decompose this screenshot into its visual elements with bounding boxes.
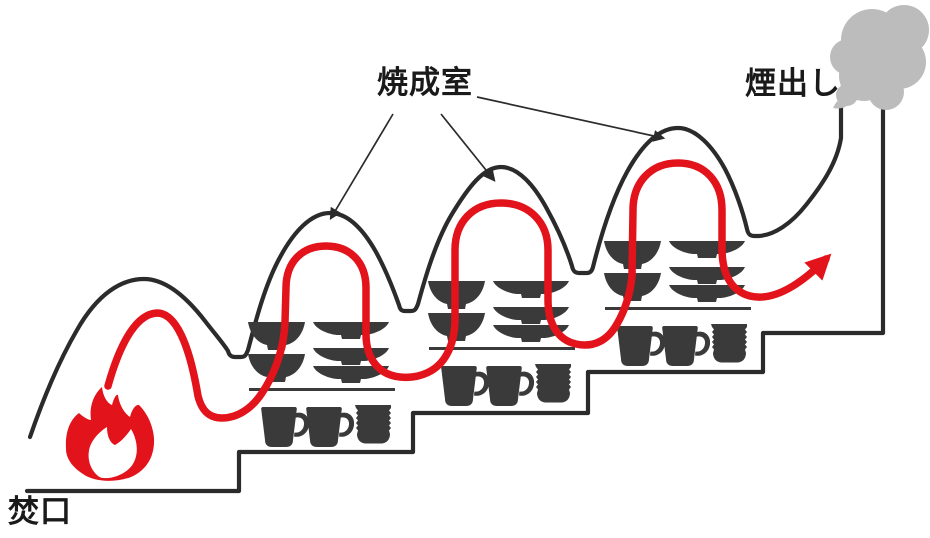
flame-icon bbox=[65, 387, 155, 481]
kiln-outline bbox=[24, 100, 886, 494]
label-arrow-chamber-1 bbox=[329, 113, 394, 221]
kiln-base-steps bbox=[24, 100, 886, 494]
label-pointer-arrows bbox=[329, 96, 666, 221]
kiln-upper-wall bbox=[27, 101, 844, 440]
smoke-cloud-icon bbox=[830, 5, 929, 110]
chamber-pottery bbox=[248, 241, 751, 447]
label-smoke-outlet: 煙出し bbox=[745, 66, 841, 102]
label-stoking-port: 焚口 bbox=[8, 494, 72, 530]
flame-flow-arrow bbox=[104, 159, 832, 422]
label-arrow-chamber-2 bbox=[440, 113, 496, 182]
label-firing-chamber: 焼成室 bbox=[377, 65, 473, 101]
label-arrow-chamber-3 bbox=[476, 96, 666, 142]
